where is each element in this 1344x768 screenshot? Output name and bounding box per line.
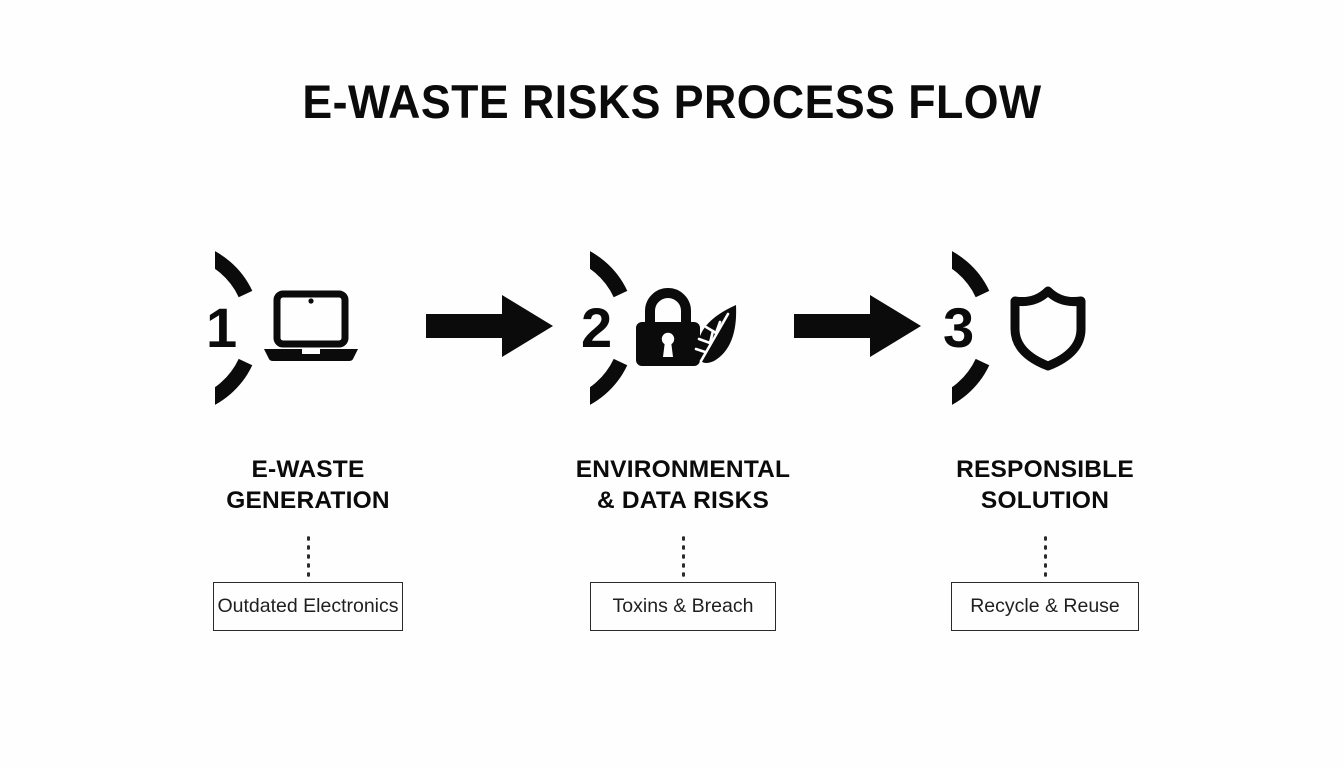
arrow-step2-to-step3-icon xyxy=(794,293,922,359)
step-1-dotted-connector xyxy=(307,534,310,580)
process-step-3[interactable]: 3 RESPONSIBLE SOLUTION Recycle & Reuse xyxy=(895,232,1195,631)
padlock-leaf-icon xyxy=(590,232,782,424)
step-1-tag-box[interactable]: Outdated Electronics xyxy=(213,582,403,631)
step-1-caption-line-1: E-WASTE xyxy=(251,456,365,483)
step-1-tag-label: Outdated Electronics xyxy=(217,595,399,617)
step-3-caption-line-1: RESPONSIBLE xyxy=(956,456,1134,483)
step-2-number: 2 xyxy=(581,296,613,359)
step-3-caption: RESPONSIBLE SOLUTION xyxy=(895,454,1195,516)
step-2-caption-line-1: ENVIRONMENTAL xyxy=(575,456,791,483)
step-1-caption: E-WASTE GENERATION xyxy=(158,454,458,516)
shield-icon xyxy=(952,232,1144,424)
step-3-tag-box[interactable]: Recycle & Reuse xyxy=(951,582,1139,631)
step-2-badge: 2 xyxy=(533,232,833,424)
step-3-tag-label: Recycle & Reuse xyxy=(970,595,1120,617)
step-3-caption-line-2: SOLUTION xyxy=(980,487,1110,514)
step-2-tag-label: Toxins & Breach xyxy=(612,595,754,617)
step-3-number: 3 xyxy=(943,296,975,359)
step-1-caption-line-2: GENERATION xyxy=(226,487,390,514)
step-2-caption-line-2: & DATA RISKS xyxy=(596,487,770,514)
process-step-1[interactable]: 1 E-WASTE GENERATION Outdated Electronic… xyxy=(158,232,458,631)
laptop-icon xyxy=(215,232,407,424)
step-2-dotted-connector xyxy=(682,534,685,580)
step-2-caption: ENVIRONMENTAL & DATA RISKS xyxy=(533,454,833,516)
step-3-dotted-connector xyxy=(1044,534,1047,580)
step-1-number: 1 xyxy=(206,296,238,359)
process-step-2[interactable]: 2 xyxy=(533,232,833,631)
step-2-tag-box[interactable]: Toxins & Breach xyxy=(590,582,776,631)
page-title: E-WASTE RISKS PROCESS FLOW xyxy=(302,75,1042,128)
step-3-badge: 3 xyxy=(895,232,1195,424)
arrow-step1-to-step2-icon xyxy=(426,293,554,359)
step-1-badge: 1 xyxy=(158,232,458,424)
